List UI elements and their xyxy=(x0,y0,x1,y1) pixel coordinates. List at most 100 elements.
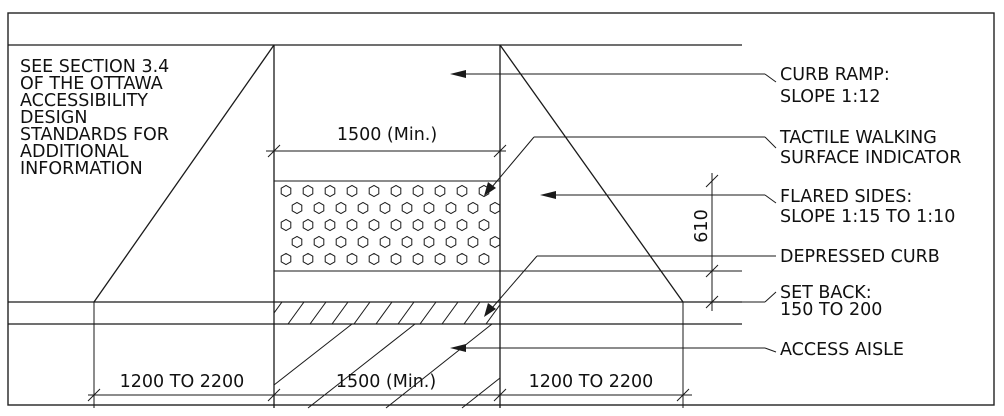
bottom-width-label: 1500 (Min.) xyxy=(336,372,436,392)
standards-note: SEE SECTION 3.4 OF THE OTTAWA ACCESSIBIL… xyxy=(20,57,175,179)
hatch-stroke xyxy=(331,302,349,324)
tactile-hexagon xyxy=(335,201,347,215)
drawing-frame xyxy=(7,12,995,406)
tactile-hexagon xyxy=(302,252,314,266)
leader-set-back xyxy=(742,291,777,303)
tactile-hexagon xyxy=(324,252,336,266)
tactile-hexagon xyxy=(445,201,457,215)
set-back-callout: SET BACK: 150 TO 200 xyxy=(780,283,882,320)
note-line-4: DESIGN xyxy=(20,108,87,128)
leader-access-aisle xyxy=(450,344,777,353)
tactile-hexagon xyxy=(401,235,413,249)
curb-ramp-callout: CURB RAMP: SLOPE 1:12 xyxy=(780,65,895,107)
flared-sides-callout: FLARED SIDES: SLOPE 1:15 TO 1:10 xyxy=(780,187,955,227)
tactile-hexagon xyxy=(467,201,479,215)
right-flare-width-label: 1200 TO 2200 xyxy=(529,372,654,392)
tactile-hexagon xyxy=(390,252,402,266)
tactile-hexagon xyxy=(280,184,292,198)
hatch-stroke xyxy=(309,302,327,324)
tactile-hexagon xyxy=(313,201,325,215)
tactile-hexagon xyxy=(401,201,413,215)
tactile-hexagon xyxy=(390,218,402,232)
aisle-diagonal-1 xyxy=(273,323,353,386)
tactile-hexagon xyxy=(434,252,446,266)
tactile-hexagon xyxy=(379,235,391,249)
tactile-hexagon xyxy=(412,252,424,266)
note-line-7: INFORMATION xyxy=(20,159,143,179)
tactile-hexagon xyxy=(489,201,500,215)
tactile-hexagon xyxy=(346,184,358,198)
hatch-stroke xyxy=(485,303,500,324)
hatch-stroke xyxy=(375,302,393,324)
tactile-hexagon xyxy=(456,252,468,266)
hatch-stroke xyxy=(353,302,371,324)
tactile-hexagon xyxy=(478,252,490,266)
tactile-hexagon xyxy=(467,235,479,249)
tactile-hexagon xyxy=(346,252,358,266)
bottom-dimensions: 1200 TO 2200 1500 (Min.) 1200 TO 2200 xyxy=(87,372,692,402)
tactile-hexagon xyxy=(346,218,358,232)
tactile-hexagon xyxy=(423,201,435,215)
tactile-hexagon xyxy=(489,235,500,249)
access-aisle-callout: ACCESS AISLE xyxy=(780,340,904,360)
tactile-hex-pattern xyxy=(280,184,500,266)
note-line-6: ADDITIONAL xyxy=(20,142,129,162)
tactile-hexagon xyxy=(302,218,314,232)
tactile-hexagon xyxy=(412,218,424,232)
left-flare-line xyxy=(93,44,275,303)
tactile-depth-label: 610 xyxy=(692,209,712,242)
tactile-hexagon xyxy=(368,184,380,198)
depressed-curb-hatch xyxy=(274,302,524,324)
tactile-hexagon xyxy=(434,218,446,232)
aisle-diagonal-4 xyxy=(461,377,501,409)
hatch-stroke xyxy=(508,302,524,324)
tactile-hexagon xyxy=(324,218,336,232)
hatch-stroke xyxy=(463,302,481,324)
tactile-hexagon xyxy=(357,235,369,249)
arrowhead-access-aisle xyxy=(450,344,466,352)
left-flare-width-label: 1200 TO 2200 xyxy=(120,372,245,392)
tactile-hexagon xyxy=(445,235,457,249)
tactile-hexagon xyxy=(379,201,391,215)
hatch-stroke xyxy=(274,302,283,314)
top-width-dimension: 1500 (Min.) xyxy=(266,125,507,160)
tactile-hexagon xyxy=(324,184,336,198)
note-line-5: STANDARDS FOR xyxy=(20,125,169,145)
note-line-2: OF THE OTTAWA xyxy=(20,74,163,94)
leader-flared xyxy=(540,191,777,204)
tactile-hexagon xyxy=(412,184,424,198)
tactile-hexagon xyxy=(291,235,303,249)
tactile-hexagon xyxy=(456,184,468,198)
arrowhead-flared xyxy=(540,191,556,199)
tactile-hexagon xyxy=(368,218,380,232)
tactile-hexagon xyxy=(302,184,314,198)
leader-tactile xyxy=(484,136,777,196)
tactile-callout: TACTILE WALKING SURFACE INDICATOR xyxy=(779,128,961,168)
arrowhead-curb-ramp xyxy=(450,70,466,78)
aisle-diagonal-2 xyxy=(307,323,416,409)
hatch-stroke xyxy=(419,302,437,324)
right-flare-line xyxy=(499,44,684,303)
tactile-hexagon xyxy=(478,218,490,232)
top-width-label: 1500 (Min.) xyxy=(337,125,437,145)
tactile-hexagon xyxy=(434,184,446,198)
tactile-hexagon xyxy=(423,235,435,249)
leader-curb-ramp xyxy=(450,70,777,83)
tactile-surface xyxy=(274,180,500,272)
hatch-stroke xyxy=(287,302,305,324)
tactile-hexagon xyxy=(368,252,380,266)
tactile-hexagon xyxy=(280,252,292,266)
tactile-hexagon xyxy=(280,218,292,232)
arrowhead-tactile xyxy=(484,182,496,196)
tactile-hexagon xyxy=(335,235,347,249)
aisle-diagonal-3 xyxy=(385,323,493,409)
note-line-1: SEE SECTION 3.4 xyxy=(20,57,169,77)
tactile-hexagon xyxy=(357,201,369,215)
tactile-depth-dimension: 610 xyxy=(692,173,719,311)
tactile-hexagon xyxy=(313,235,325,249)
tactile-hexagon xyxy=(291,201,303,215)
note-line-3: ACCESSIBILITY xyxy=(20,91,148,111)
hatch-stroke xyxy=(441,302,459,324)
leader-depressed-curb xyxy=(484,255,776,317)
